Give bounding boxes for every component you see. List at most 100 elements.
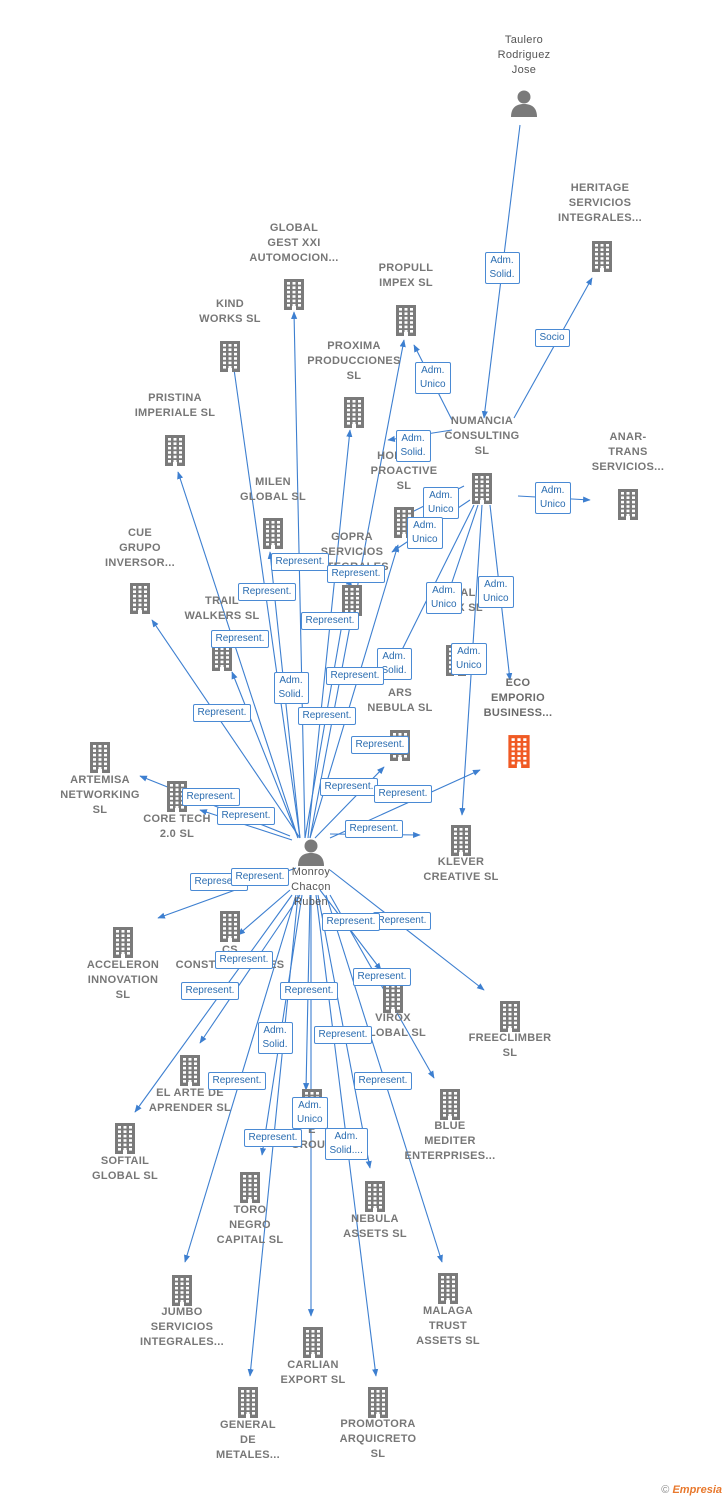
building-icon[interactable] <box>339 584 365 621</box>
edge-label-numancia-heritage: Socio <box>534 329 570 347</box>
node-label-promotora[interactable]: PROMOTORA ARQUICRETO SL <box>339 1418 417 1460</box>
building-icon[interactable] <box>380 981 406 1018</box>
edge-label-numancia-nopa: Adm. Unico <box>426 582 462 614</box>
edge-label-monroy-cue: Represent. <box>237 583 297 601</box>
node-label-heritage[interactable]: HERITAGE SERVICIOS INTEGRALES... <box>558 182 642 224</box>
edge-label-monroy-jumbo: Represent. <box>207 1072 267 1090</box>
edge-label-monroy-kind: Adm. Solid. <box>273 672 309 704</box>
building-icon[interactable] <box>365 1386 391 1423</box>
edge-monroy-elarte <box>199 894 301 1044</box>
node-label-milen[interactable]: MILEN GLOBAL SL <box>239 476 307 503</box>
building-icon[interactable] <box>469 472 495 509</box>
edge-monroy-pristina <box>177 471 299 839</box>
node-label-artemisa[interactable]: ARTEMISA NETWORKING SL <box>60 774 140 816</box>
edge-monroy-proxima <box>307 429 353 839</box>
building-icon[interactable] <box>448 824 474 861</box>
building-icon[interactable] <box>437 1088 463 1125</box>
node-label-general[interactable]: GENERAL DE METALES... <box>216 1419 280 1461</box>
focus-building-icon[interactable] <box>505 734 533 773</box>
building-icon[interactable] <box>589 240 615 277</box>
node-label-global_gest[interactable]: GLOBAL GEST XXI AUTOMOCION... <box>249 222 339 264</box>
edge-label-monroy-holistic: Represent. <box>350 736 410 754</box>
node-label-elarte[interactable]: EL ARTE DE APRENDER SL <box>148 1087 232 1114</box>
building-icon[interactable] <box>87 741 113 778</box>
person-icon[interactable] <box>510 89 538 122</box>
edge-label-monroy-global_gest: Represent. <box>297 707 357 725</box>
edge-label-numancia-gopra: Adm. Unico <box>407 517 443 549</box>
node-label-numancia[interactable]: NUMANCIA CONSULTING SL <box>444 415 520 457</box>
node-label-kind[interactable]: KIND WORKS SL <box>199 298 261 325</box>
node-label-propull[interactable]: PROPULL IMPEX SL <box>378 262 434 289</box>
edge-label-monroy-malaga: Represent. <box>353 1072 413 1090</box>
node-label-malaga[interactable]: MALAGA TRUST ASSETS SL <box>416 1305 480 1347</box>
edge-monroy-artemisa <box>139 775 291 837</box>
edge-label-monroy-freeclimber: Represent. <box>372 912 432 930</box>
node-label-ars[interactable]: ARS NEBULA SL <box>367 687 433 714</box>
building-icon[interactable] <box>162 434 188 471</box>
building-icon[interactable] <box>260 517 286 554</box>
edge-monroy-global_gest <box>291 311 306 839</box>
edge-label-monroy-toro: Adm. Solid. <box>257 1022 293 1054</box>
node-label-pristina[interactable]: PRISTINA IMPERIALE SL <box>134 392 216 419</box>
building-icon[interactable] <box>235 1386 261 1423</box>
building-icon[interactable] <box>112 1122 138 1159</box>
node-label-bluemediter[interactable]: BLUE MEDITER ENTERPRISES... <box>404 1120 496 1162</box>
edge-label-numancia-propull: Adm. Unico <box>415 362 451 394</box>
node-label-toro[interactable]: TORO NEGRO CAPITAL SL <box>216 1204 284 1246</box>
edge-label-monroy-milen: Represent. <box>270 553 330 571</box>
node-label-proxima[interactable]: PROXIMA PRODUCCIONES SL <box>307 340 401 382</box>
node-label-eco[interactable]: ECO EMPORIO BUSINESS... <box>483 677 553 719</box>
building-icon[interactable] <box>110 926 136 963</box>
building-icon[interactable] <box>615 488 641 525</box>
edge-monroy-freeclimber <box>329 869 485 991</box>
node-label-klever[interactable]: KLEVER CREATIVE SL <box>423 856 499 883</box>
edge-monroy-coretech <box>199 809 293 841</box>
node-label-coretech[interactable]: CORE TECH 2.0 SL <box>143 813 211 840</box>
building-icon[interactable] <box>281 278 307 315</box>
edge-label-taulero-numancia: Adm. Solid. <box>484 252 520 284</box>
edge-numancia-heritage <box>513 277 593 419</box>
edge-label-monroy-ars: Represent. <box>319 778 379 796</box>
node-label-softail[interactable]: SOFTAIL GLOBAL SL <box>91 1155 159 1182</box>
edge-label-monroy-elarte: Represent. <box>214 951 274 969</box>
node-label-anar[interactable]: ANAR- TRANS SERVICIOS... <box>591 431 665 473</box>
node-label-nebulaassets[interactable]: NEBULA ASSETS SL <box>343 1213 407 1240</box>
building-icon[interactable] <box>169 1274 195 1311</box>
node-label-monroy[interactable]: Monroy Chacon Ruben <box>291 866 331 908</box>
building-icon[interactable] <box>497 1000 523 1037</box>
node-label-trail[interactable]: TRAIL WALKERS SL <box>184 595 260 622</box>
edge-label-monroy-carlian: Adm. Unico <box>292 1097 328 1129</box>
building-icon[interactable] <box>341 396 367 433</box>
edge-label-monroy-bluemediter: Represent. <box>352 968 412 986</box>
building-icon[interactable] <box>237 1171 263 1208</box>
person-icon[interactable] <box>297 838 325 871</box>
edge-label-monroy-coretech: Represent. <box>216 807 276 825</box>
building-icon[interactable] <box>217 340 243 377</box>
building-icon[interactable] <box>362 1180 388 1217</box>
building-icon[interactable] <box>435 1272 461 1309</box>
edge-label-numancia-klever: Adm. Unico <box>451 643 487 675</box>
edge-label-monroy-softail: Represent. <box>180 982 240 1000</box>
edge-label-numancia-holistic: Adm. Solid. <box>395 430 431 462</box>
node-label-cue[interactable]: CUE GRUPO INVERSOR... <box>105 527 175 569</box>
building-icon[interactable] <box>127 582 153 619</box>
credit: © Empresia <box>661 1484 722 1496</box>
edge-monroy-cue <box>151 619 301 839</box>
edge-label-monroy-virox: Represent. <box>321 913 381 931</box>
edge-label-numancia-anar: Adm. Unico <box>535 482 571 514</box>
edge-label-monroy-gopra: Represent. <box>326 565 386 583</box>
building-icon[interactable] <box>393 304 419 341</box>
edge-label-monroy-construcciones: Represent. <box>230 868 290 886</box>
node-label-taulero[interactable]: Taulero Rodriguez Jose <box>497 34 551 76</box>
building-icon[interactable] <box>217 910 243 947</box>
edge-label-monroy-proxima: Represent. <box>325 667 385 685</box>
node-label-freeclimber[interactable]: FREECLIMBER SL <box>468 1032 552 1059</box>
building-icon[interactable] <box>300 1326 326 1363</box>
copyright-icon: © <box>661 1484 670 1496</box>
node-label-jumbo[interactable]: JUMBO SERVICIOS INTEGRALES... <box>140 1306 224 1348</box>
node-label-carlian[interactable]: CARLIAN EXPORT SL <box>280 1359 346 1386</box>
edge-label-monroy-nebulaassets: Represent. <box>313 1026 373 1044</box>
edge-label-monroy-propull: Represent. <box>300 612 360 630</box>
node-label-acceleron[interactable]: ACCELERON INNOVATION SL <box>86 959 160 1001</box>
building-icon[interactable] <box>177 1054 203 1091</box>
